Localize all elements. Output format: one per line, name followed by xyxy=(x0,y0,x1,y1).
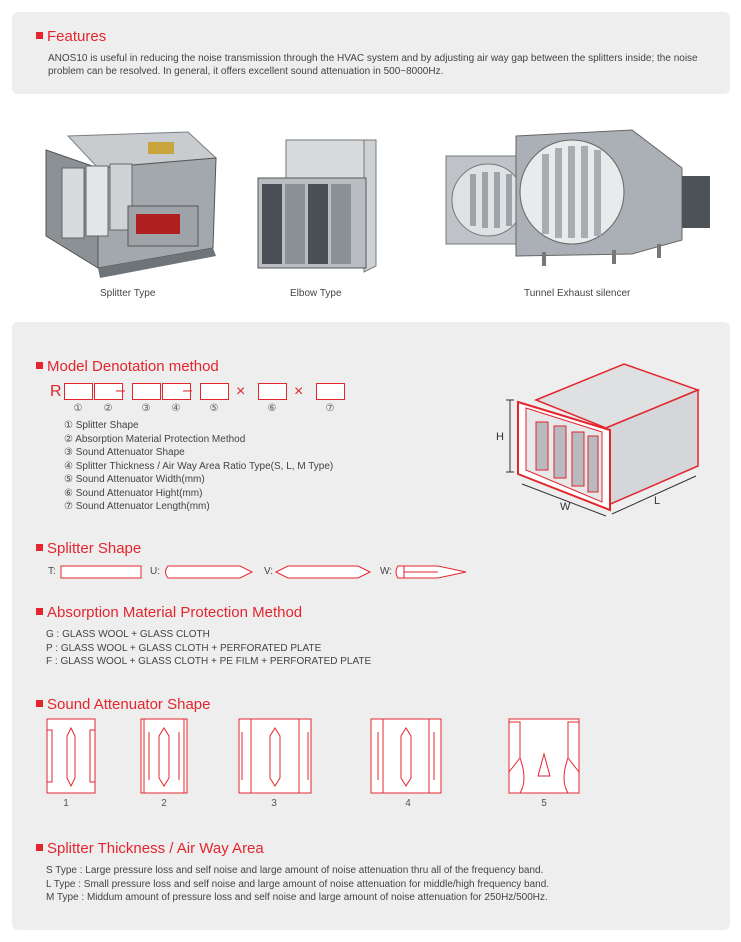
thickness-item: L Type : Small pressure loss and self no… xyxy=(46,878,550,890)
absorption-title-text: Absorption Material Protection Method xyxy=(47,604,303,621)
model-item: ⑦ Sound Attenuator Length(mm) xyxy=(64,501,210,512)
attenuator-dimension-diagram: H W L xyxy=(496,363,701,517)
splitter-label-w: W: xyxy=(380,566,393,577)
model-denotation-title-text: Model Denotation method xyxy=(47,358,219,375)
code-box-2 xyxy=(94,383,123,400)
thickness-title-text: Splitter Thickness / Air Way Area xyxy=(47,840,264,857)
model-item: ③ Sound Attenuator Shape xyxy=(64,447,185,458)
elbow-silencer-photo xyxy=(257,139,377,273)
code-number-2: ② xyxy=(103,403,113,414)
code-times-1: × xyxy=(236,383,246,400)
dimension-label-h: H xyxy=(496,431,504,443)
thickness-item: S Type : Large pressure loss and self no… xyxy=(46,865,544,876)
v-shape-icon xyxy=(274,565,372,579)
model-item: ④ Splitter Thickness / Air Way Area Rati… xyxy=(64,460,334,472)
code-number-5: ⑤ xyxy=(209,403,219,414)
attenuator-shape-title: Sound Attenuator Shape xyxy=(36,696,210,713)
attenuator-shape-4 xyxy=(370,718,442,794)
splitter-label-v: V: xyxy=(264,566,274,577)
attenuator-number-3: 3 xyxy=(271,798,277,809)
thickness-item: M Type : Middum amount of pressure loss … xyxy=(46,892,548,903)
code-times-2: × xyxy=(294,383,304,400)
splitter-label-u: U: xyxy=(150,566,160,577)
splitter-label-t: T: xyxy=(48,566,56,577)
code-box-6 xyxy=(258,383,287,400)
thickness-title: Splitter Thickness / Air Way Area xyxy=(36,840,264,857)
code-number-1: ① xyxy=(73,403,83,414)
t-shape-icon xyxy=(60,565,142,579)
code-dash-2: – xyxy=(183,382,192,399)
photo-caption-tunnel: Tunnel Exhaust silencer xyxy=(524,288,631,299)
code-number-7: ⑦ xyxy=(325,403,335,414)
splitter-silencer-photo xyxy=(45,131,218,278)
photo-caption-elbow: Elbow Type xyxy=(290,288,342,299)
photo-caption-splitter: Splitter Type xyxy=(100,288,156,299)
attenuator-shape-title-text: Sound Attenuator Shape xyxy=(47,696,211,713)
code-number-3: ③ xyxy=(141,403,151,414)
tunnel-silencer-photo xyxy=(445,129,710,266)
dimension-label-l: L xyxy=(654,495,660,507)
model-denotation-title: Model Denotation method xyxy=(36,358,219,375)
attenuator-number-5: 5 xyxy=(541,798,547,809)
attenuator-number-1: 1 xyxy=(63,798,69,809)
attenuator-shape-5 xyxy=(508,718,580,794)
absorption-item: P : GLASS WOOL + GLASS CLOTH + PERFORATE… xyxy=(46,642,322,654)
attenuator-shape-2 xyxy=(140,718,188,794)
splitter-shape-title: Splitter Shape xyxy=(36,540,141,557)
code-box-5 xyxy=(200,383,229,400)
section-bullet-icon xyxy=(36,700,43,707)
absorption-title: Absorption Material Protection Method xyxy=(36,604,302,621)
section-bullet-icon xyxy=(36,362,43,369)
code-box-3 xyxy=(132,383,161,400)
model-item: ② Absorption Material Protection Method xyxy=(64,433,246,445)
features-title-text: Features xyxy=(47,28,107,45)
attenuator-shape-3 xyxy=(238,718,312,794)
absorption-items-list: G : GLASS WOOL + GLASS CLOTH P : GLASS W… xyxy=(46,628,371,669)
section-bullet-icon xyxy=(36,32,43,39)
model-item: ① Splitter Shape xyxy=(64,420,139,431)
code-number-4: ④ xyxy=(171,403,181,414)
features-panel xyxy=(12,12,730,94)
code-box-4 xyxy=(162,383,191,400)
u-shape-icon xyxy=(165,565,254,579)
splitter-shape-title-text: Splitter Shape xyxy=(47,540,142,557)
w-shape-icon xyxy=(395,565,467,579)
model-item: ⑥ Sound Attenuator Hight(mm) xyxy=(64,487,203,499)
dimension-label-w: W xyxy=(560,501,571,513)
attenuator-shape-1 xyxy=(46,718,96,794)
code-dash-1: – xyxy=(116,382,125,399)
code-box-7 xyxy=(316,383,345,400)
section-bullet-icon xyxy=(36,608,43,615)
model-item: ⑤ Sound Attenuator Width(mm) xyxy=(64,474,205,485)
attenuator-number-2: 2 xyxy=(161,798,167,809)
attenuator-number-4: 4 xyxy=(405,798,411,809)
absorption-item: F : GLASS WOOL + GLASS CLOTH + PE FILM +… xyxy=(46,656,372,667)
model-items-list: ① Splitter Shape ② Absorption Material P… xyxy=(64,419,333,514)
features-title: Features xyxy=(36,28,106,45)
section-bullet-icon xyxy=(36,844,43,851)
section-bullet-icon xyxy=(36,544,43,551)
thickness-items-list: S Type : Large pressure loss and self no… xyxy=(46,864,549,905)
model-prefix: R xyxy=(50,383,62,400)
absorption-item: G : GLASS WOOL + GLASS CLOTH xyxy=(46,629,210,640)
code-number-6: ⑥ xyxy=(267,403,277,414)
features-text: ANOS10 is useful in reducing the noise t… xyxy=(48,53,698,77)
code-box-1 xyxy=(64,383,93,400)
